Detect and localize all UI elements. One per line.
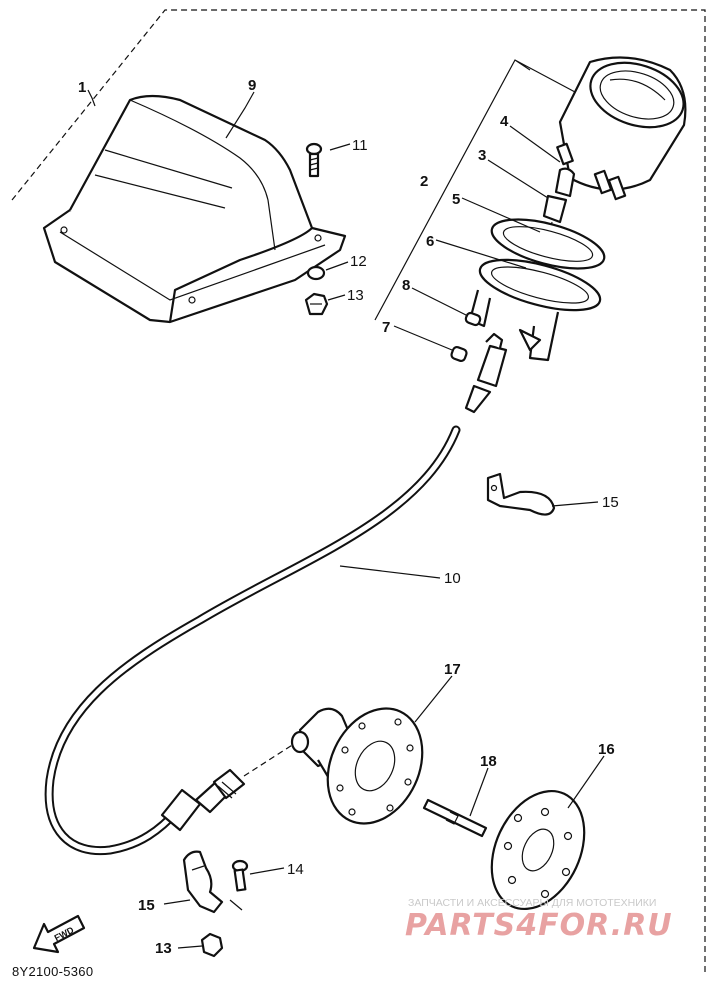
drawing-code: 8Y2100-5360 bbox=[12, 964, 94, 979]
watermark-tagline: ЗАПЧАСТИ И АКСЕССУАРЫ ДЛЯ МОТОТЕХНИКИ bbox=[408, 897, 657, 909]
callout-1: 1 bbox=[78, 79, 86, 96]
callout-3: 3 bbox=[478, 147, 486, 164]
assembly-2-bracket bbox=[374, 59, 576, 321]
grommet-12 bbox=[306, 265, 326, 281]
leader-lines bbox=[87, 89, 605, 949]
rotor-plate-16 bbox=[490, 789, 586, 911]
callout-12: 12 bbox=[350, 253, 367, 270]
callout-labels: 1 9 11 12 13 4 3 2 5 6 8 7 10 15 17 18 1… bbox=[78, 77, 619, 957]
cable-clamp-15-upper bbox=[486, 472, 556, 516]
callout-14: 14 bbox=[287, 861, 304, 878]
meter-bracket-6 bbox=[468, 258, 602, 362]
cable-alignment-line bbox=[243, 739, 301, 777]
assembly-boundary bbox=[11, 9, 706, 975]
cable-upper-connector bbox=[464, 332, 508, 414]
callout-15-lower: 15 bbox=[138, 897, 155, 914]
speedometer-meter bbox=[556, 56, 687, 201]
callout-8: 8 bbox=[402, 277, 410, 294]
collar-8 bbox=[464, 311, 482, 327]
callout-4: 4 bbox=[500, 113, 509, 130]
pin-18 bbox=[422, 798, 488, 838]
watermark-logo: PARTS4FOR.RU bbox=[405, 908, 673, 943]
callout-2: 2 bbox=[420, 173, 428, 190]
collar-7 bbox=[450, 345, 468, 363]
screw-alignment-line bbox=[229, 899, 243, 911]
callout-18: 18 bbox=[480, 753, 497, 770]
screw-14 bbox=[231, 859, 249, 892]
cable-clamp-15-lower bbox=[182, 850, 224, 914]
callout-11: 11 bbox=[352, 137, 368, 154]
callout-7: 7 bbox=[382, 319, 390, 336]
screw-11 bbox=[305, 142, 323, 178]
nut-13-upper bbox=[304, 292, 329, 316]
drive-plate-17 bbox=[326, 707, 424, 825]
callout-13-lower: 13 bbox=[155, 940, 172, 957]
visor-cover bbox=[42, 94, 347, 324]
callout-16: 16 bbox=[598, 741, 615, 758]
callout-15-upper: 15 bbox=[602, 494, 619, 511]
nut-13-lower bbox=[200, 932, 224, 958]
callout-10: 10 bbox=[444, 570, 461, 587]
callout-17: 17 bbox=[444, 661, 461, 678]
bulb-socket-3-4 bbox=[542, 167, 576, 251]
fwd-arrow: FWD bbox=[32, 914, 86, 954]
callout-9: 9 bbox=[248, 77, 256, 94]
cable-lower-fitting bbox=[160, 768, 246, 832]
cushion-ring-5 bbox=[490, 218, 606, 270]
callout-6: 6 bbox=[426, 233, 434, 250]
callout-13-upper: 13 bbox=[347, 287, 364, 304]
callout-5: 5 bbox=[452, 191, 460, 208]
